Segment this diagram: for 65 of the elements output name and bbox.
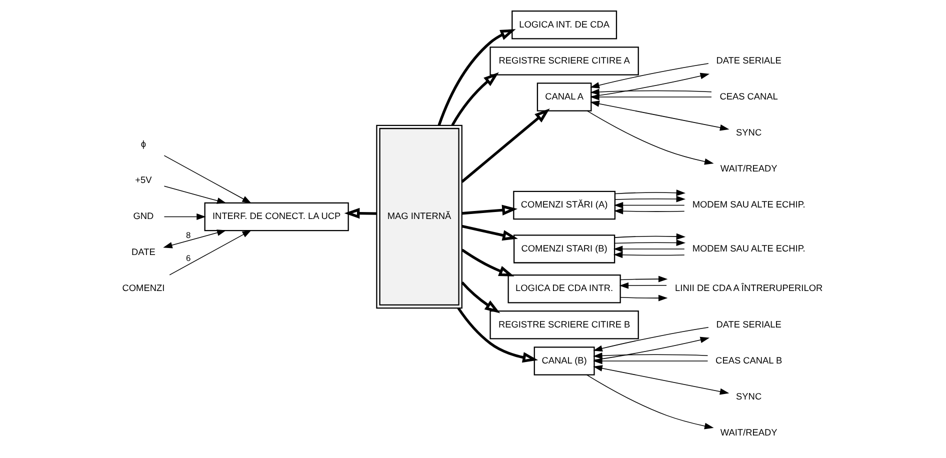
arrow: [613, 252, 685, 258]
arrow: [461, 108, 550, 183]
arrow: [593, 327, 709, 352]
arrow: [620, 294, 668, 302]
node-text: COMENZI: [122, 283, 165, 294]
node-text: CEAS CANAL: [720, 91, 778, 102]
arrow: [614, 233, 686, 240]
node-text: SYNC: [736, 127, 762, 138]
arrow: [590, 88, 712, 96]
arrow: [457, 307, 538, 363]
node-text: SYNC: [736, 391, 762, 402]
arrow: [164, 155, 252, 204]
node-box: COMENZI STARI (B): [513, 234, 616, 264]
arrow: [462, 204, 518, 216]
node-text: WAIT/READY: [720, 164, 778, 174]
arrow: [614, 208, 685, 214]
node-box: REGISTRE SCRIERE CITIRE B: [490, 310, 639, 340]
arrow: [613, 246, 685, 252]
arrow: [594, 336, 710, 360]
node-box: CANAL A: [536, 82, 592, 112]
arrow: [593, 352, 708, 359]
arrow: [163, 230, 226, 248]
node-box: LOGICA DE CDA INTR.: [508, 274, 621, 304]
node-box: COMENZI STĂRI (A): [513, 190, 616, 220]
node-box: CANAL (B): [534, 346, 595, 376]
arrow: [590, 100, 730, 131]
node-text: MODEM SAU ALTE ECHIP.: [692, 243, 806, 254]
arrow: [169, 230, 252, 276]
node-text: DATE SERIALE: [716, 319, 782, 330]
arrow: [586, 110, 714, 165]
arrow: [590, 94, 712, 100]
arrow: [619, 282, 667, 289]
node-text: GND: [133, 211, 154, 222]
arrow: [614, 196, 686, 202]
node-text: DATE SERIALE: [716, 55, 782, 66]
arrow: [462, 224, 518, 241]
node-text: LINII DE CDA A ÎNTRERUPERILOR: [675, 283, 823, 294]
arrow: [344, 208, 376, 219]
arrow: [461, 248, 514, 276]
arrow: [451, 72, 499, 126]
arrow: [164, 186, 226, 204]
arrow: [590, 63, 709, 88]
node-box: REGISTRE SCRIERE CITIRE A: [490, 46, 639, 76]
node-box: INTERF. DE CONECT. LA UCP: [204, 202, 349, 232]
node-box: LOGICA INT. DE CDA: [512, 10, 618, 40]
arrow: [590, 72, 710, 97]
arrow: [614, 190, 686, 196]
node-text: ϕ: [140, 138, 146, 149]
edge-label: 8: [186, 230, 191, 240]
arrow: [614, 202, 685, 208]
arrow: [164, 214, 206, 220]
edge-label: 6: [186, 253, 191, 264]
arrow: [614, 240, 686, 246]
arrow: [586, 374, 714, 430]
arrow: [593, 365, 730, 395]
arrow: [438, 29, 516, 126]
node-text: CEAS CANAL B: [716, 355, 782, 366]
node-text: +5V: [135, 175, 152, 186]
node-box: MAG INTERNĂ: [376, 124, 462, 309]
node-text: DATE: [132, 247, 156, 258]
node-text: WAIT/READY: [720, 427, 778, 438]
node-text: MODEM SAU ALTE ECHIP.: [692, 200, 806, 210]
arrow: [620, 276, 668, 282]
arrow: [593, 358, 708, 364]
arrow: [461, 281, 500, 314]
